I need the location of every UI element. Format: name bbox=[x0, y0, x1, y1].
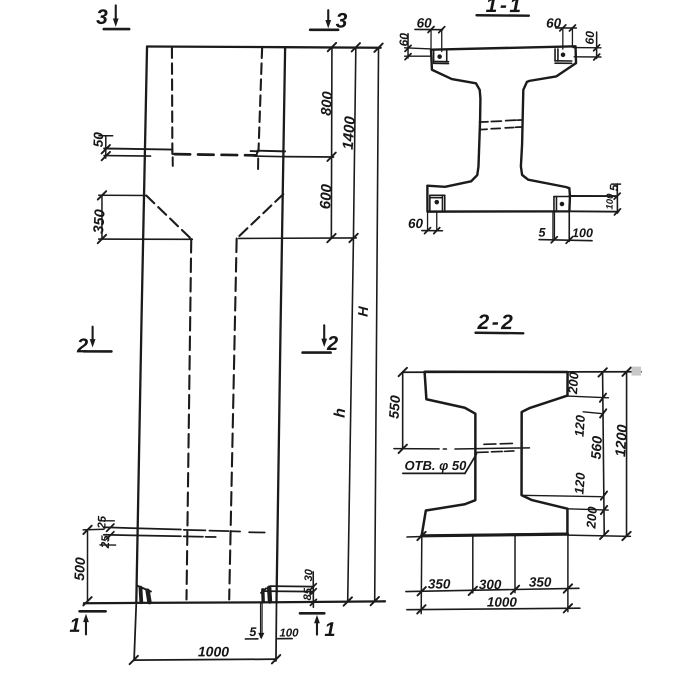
svg-text:60: 60 bbox=[583, 31, 597, 45]
svg-text:100: 100 bbox=[605, 193, 617, 210]
svg-text:100: 100 bbox=[279, 627, 299, 639]
svg-text:25: 25 bbox=[100, 535, 113, 550]
svg-text:5: 5 bbox=[539, 226, 547, 240]
svg-text:60: 60 bbox=[546, 16, 562, 31]
svg-text:200: 200 bbox=[583, 505, 600, 529]
svg-text:85: 85 bbox=[302, 587, 314, 601]
svg-text:60: 60 bbox=[417, 16, 433, 31]
svg-text:350: 350 bbox=[428, 577, 451, 592]
svg-text:ОТВ. φ 50: ОТВ. φ 50 bbox=[404, 458, 467, 473]
svg-text:100: 100 bbox=[572, 226, 593, 240]
svg-text:350: 350 bbox=[529, 575, 552, 590]
svg-text:5: 5 bbox=[249, 625, 257, 639]
svg-text:5: 5 bbox=[609, 184, 621, 191]
svg-text:2: 2 bbox=[326, 333, 338, 355]
svg-text:120: 120 bbox=[571, 414, 588, 437]
svg-text:2: 2 bbox=[76, 335, 88, 357]
svg-text:25: 25 bbox=[96, 515, 109, 530]
svg-text:200: 200 bbox=[565, 371, 582, 395]
svg-text:50: 50 bbox=[91, 131, 107, 147]
svg-text:300: 300 bbox=[479, 577, 502, 592]
svg-text:1-1: 1-1 bbox=[486, 0, 524, 17]
svg-text:1000: 1000 bbox=[198, 643, 229, 659]
svg-text:3: 3 bbox=[96, 6, 108, 29]
svg-text:60: 60 bbox=[397, 32, 411, 46]
svg-text:800: 800 bbox=[319, 91, 337, 116]
svg-text:H: H bbox=[355, 305, 372, 317]
svg-text:120: 120 bbox=[571, 471, 588, 494]
svg-text:1400: 1400 bbox=[340, 115, 359, 150]
svg-text:h: h bbox=[332, 408, 350, 419]
svg-text:560: 560 bbox=[587, 435, 605, 460]
svg-text:2-2: 2-2 bbox=[477, 311, 516, 334]
svg-text:500: 500 bbox=[71, 557, 88, 581]
svg-text:1200: 1200 bbox=[613, 424, 631, 457]
svg-text:350: 350 bbox=[91, 209, 109, 234]
svg-text:1: 1 bbox=[324, 619, 335, 641]
svg-text:1: 1 bbox=[69, 615, 80, 637]
svg-text:60: 60 bbox=[408, 216, 424, 231]
svg-text:30: 30 bbox=[303, 568, 315, 582]
svg-text:3: 3 bbox=[336, 9, 348, 32]
svg-text:1000: 1000 bbox=[487, 595, 518, 610]
svg-text:600: 600 bbox=[317, 183, 336, 210]
svg-text:550: 550 bbox=[386, 395, 404, 420]
